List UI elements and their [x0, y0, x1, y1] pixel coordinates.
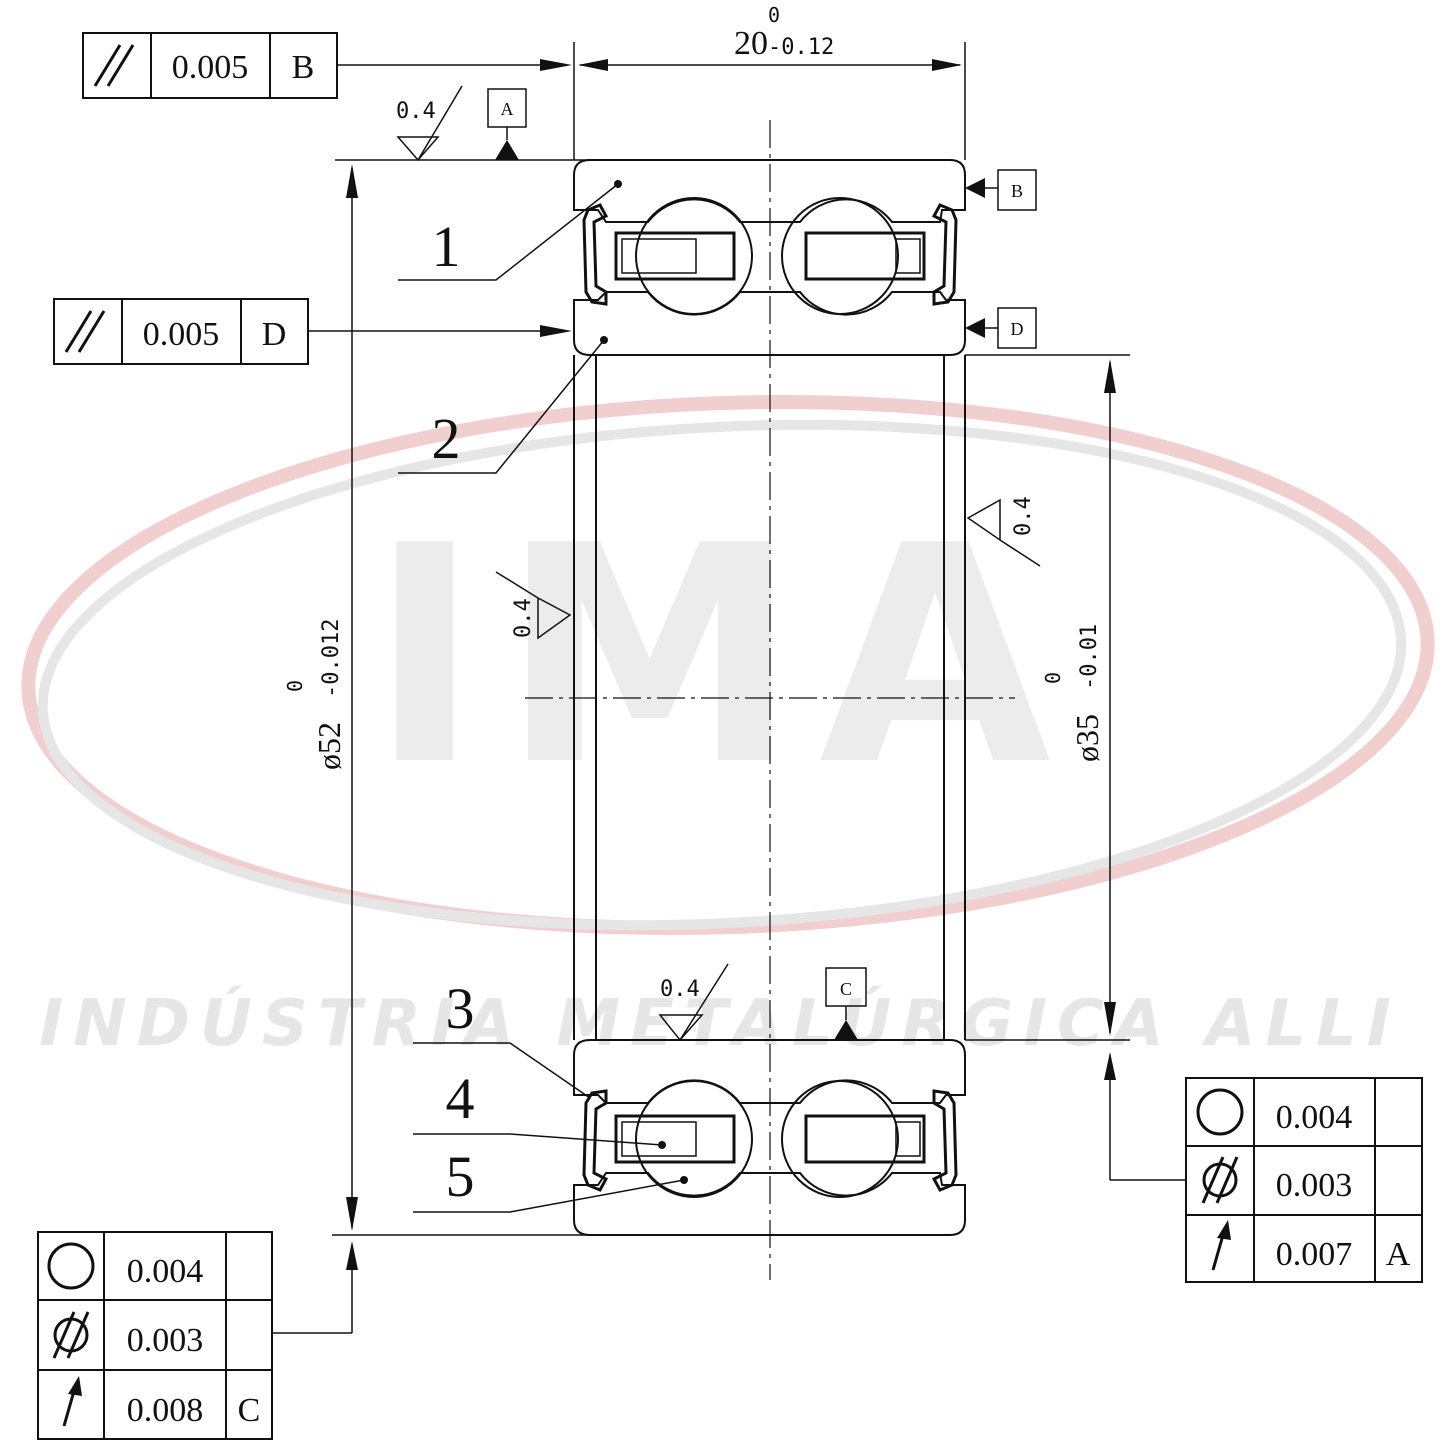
top-ball-left — [635, 197, 753, 315]
frame-inner-ring: 0.004 0.003 0.007 A — [1185, 1077, 1423, 1283]
datum-b-label: B — [1011, 181, 1023, 201]
part-label-2: 2 — [432, 406, 461, 471]
datum-b: B — [965, 169, 1037, 211]
top-seal-right — [931, 203, 958, 306]
part-label-5: 5 — [446, 1144, 475, 1209]
inner-diameter-dimension: ø35 0 -0.01 — [965, 354, 1186, 1181]
roughness-bottom-value: 0.4 — [660, 977, 700, 1002]
datum-d-label: D — [1011, 319, 1024, 339]
frame-outer-ring-value-1: 0.004 — [127, 1253, 204, 1290]
top-section — [573, 159, 966, 356]
cylindricity-icon — [1201, 1156, 1239, 1204]
frame-mid-parallel-value: 0.005 — [143, 316, 220, 353]
top-cage-right — [804, 231, 926, 281]
frame-inner-ring-datum-3: A — [1386, 1236, 1411, 1273]
datum-a-label: A — [501, 99, 514, 119]
frame-outer-ring: 0.004 0.003 0.008 C — [37, 1231, 358, 1440]
part-label-1: 1 — [432, 214, 461, 279]
leader-2 — [398, 339, 605, 474]
top-ball-right — [781, 197, 899, 315]
frame-outer-ring-datum-3: C — [238, 1392, 261, 1429]
top-cage-left-mesh — [621, 238, 697, 274]
watermark-ring-grey — [37, 419, 1407, 931]
runout-icon — [62, 1376, 82, 1427]
roughness-inner-bore: 0.4 — [966, 496, 1041, 567]
roughness-top: 0.4 — [396, 85, 463, 162]
bottom-section — [573, 1039, 966, 1236]
frame-top-parallel: 0.005 B — [82, 32, 572, 99]
roughness-outer-bore-value: 0.4 — [511, 598, 536, 638]
top-outer-ring — [573, 159, 966, 223]
roughness-outer-bore: 0.4 — [495, 571, 572, 640]
watermark: IMA INDÚSTRIA METALÚRGICA ALLI — [21, 395, 1435, 1061]
roughness-bottom: 0.4 — [658, 963, 729, 1042]
datum-d: D — [965, 307, 1037, 349]
runout-icon — [1211, 1220, 1231, 1271]
part-label-3: 3 — [446, 976, 475, 1041]
frame-top-parallel-datum: B — [292, 49, 315, 86]
watermark-logo: IMA — [369, 482, 1071, 831]
parallel-icon — [93, 44, 135, 87]
top-seal-left — [582, 203, 609, 306]
inner-diameter-nominal: ø35 — [1069, 714, 1105, 762]
width-nominal: 20 — [734, 25, 768, 62]
top-cage-right-mesh — [895, 238, 921, 274]
top-cage-left — [614, 231, 736, 281]
leader-1 — [398, 183, 619, 281]
frame-mid-parallel: 0.005 D — [53, 298, 572, 365]
outer-diameter-upper: 0 — [283, 680, 307, 692]
circularity-icon — [1196, 1088, 1244, 1136]
width-lower: -0.12 — [768, 35, 834, 60]
datum-c-label: C — [840, 979, 852, 999]
outer-diameter-dimension: ø52 0 -0.012 — [283, 159, 590, 1236]
watermark-company: INDÚSTRIA METALÚRGICA ALLI — [39, 985, 1400, 1061]
frame-outer-ring-value-2: 0.003 — [127, 1322, 204, 1359]
part-leaders: 1 2 3 4 5 — [398, 183, 685, 1213]
width-dimension: 20 0 -0.12 — [573, 3, 966, 160]
datum-a: A — [487, 88, 527, 160]
frame-mid-parallel-datum: D — [262, 316, 287, 353]
outer-diameter-nominal: ø52 — [311, 722, 347, 770]
inner-diameter-lower: -0.01 — [1077, 624, 1102, 690]
leader-4 — [413, 1133, 663, 1146]
frame-inner-ring-value-1: 0.004 — [1276, 1099, 1353, 1136]
roughness-top-value: 0.4 — [396, 99, 436, 124]
frame-inner-ring-value-3: 0.007 — [1276, 1236, 1353, 1273]
frame-outer-ring-value-3: 0.008 — [127, 1392, 204, 1429]
parallel-icon — [64, 310, 106, 353]
width-upper: 0 — [768, 3, 780, 27]
bearing-section — [573, 159, 966, 1236]
circularity-icon — [47, 1242, 95, 1290]
inner-diameter-upper: 0 — [1041, 672, 1065, 684]
cylindricity-icon — [52, 1311, 90, 1359]
part-label-4: 4 — [446, 1066, 475, 1131]
leader-3 — [413, 1042, 591, 1099]
leader-5 — [413, 1179, 685, 1213]
roughness-inner-bore-value: 0.4 — [1011, 496, 1036, 536]
outer-diameter-lower: -0.012 — [319, 619, 344, 698]
datum-c: C — [825, 967, 867, 1040]
frame-top-parallel-value: 0.005 — [172, 49, 249, 86]
frame-inner-ring-value-2: 0.003 — [1276, 1167, 1353, 1204]
